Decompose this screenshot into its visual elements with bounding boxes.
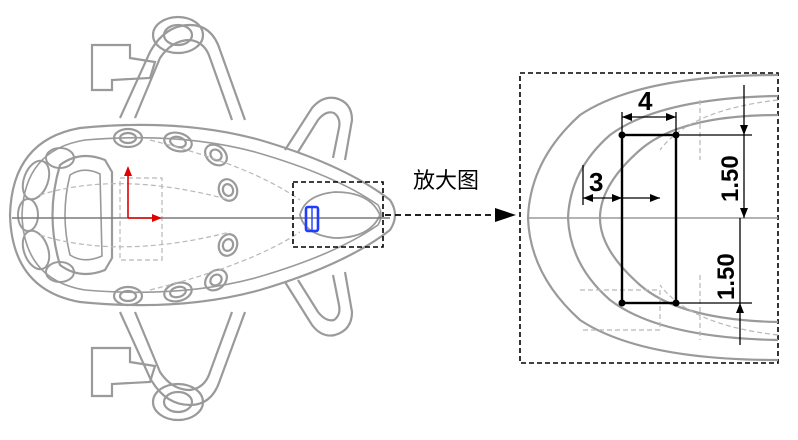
dim-height-lower: 1.50 [713, 253, 740, 300]
dim-height-upper: 1.50 [717, 155, 744, 202]
dim-width-top: 4 [638, 86, 653, 116]
lower-right-loop [284, 271, 354, 337]
dimension-lines [582, 85, 752, 345]
detail-hidden-lines [580, 99, 779, 340]
nose-slot [299, 191, 381, 239]
detail-sketch-rectangle [620, 133, 678, 305]
upper-vent-holes [112, 127, 239, 202]
callout-label: 放大图 [413, 169, 480, 194]
upper-left-tab [90, 43, 157, 92]
callout-arrow [385, 208, 516, 222]
upper-right-loop [284, 96, 354, 161]
origin-marker [124, 166, 162, 222]
main-body-outline [8, 123, 397, 307]
lower-left-tab [90, 346, 157, 398]
highlighted-sketch [304, 205, 320, 233]
detail-source-box [292, 181, 384, 248]
model-top-view [8, 15, 397, 422]
upper-wing-arm [118, 15, 247, 121]
hidden-lines [39, 139, 301, 291]
lower-vent-holes [112, 233, 239, 307]
dim-offset-left: 3 [589, 167, 603, 197]
lower-wing-arm [118, 311, 247, 422]
cockpit-outline [51, 154, 114, 276]
